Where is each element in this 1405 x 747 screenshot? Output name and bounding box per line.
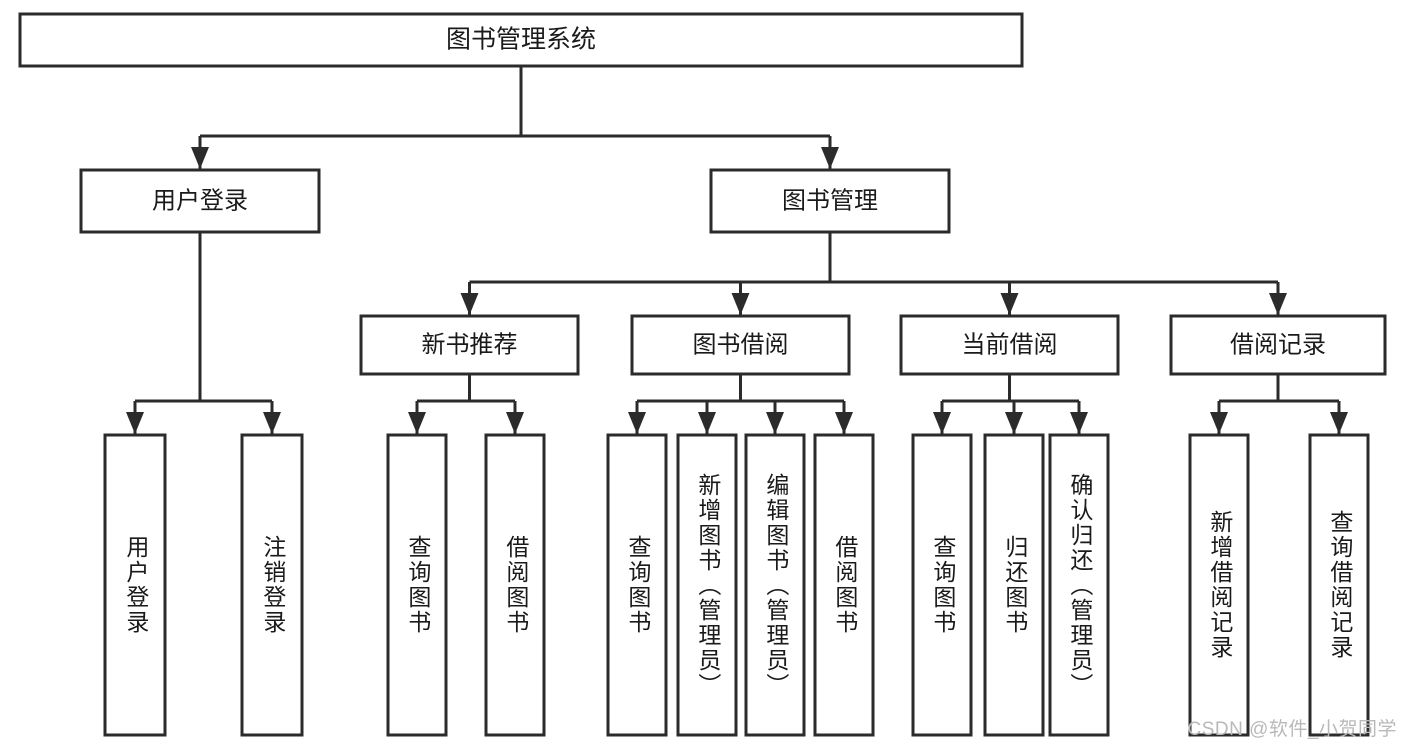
node-box-leaf-confirm-return[interactable] — [1048, 433, 1110, 737]
node-box-leaf-borrow-book-1[interactable] — [484, 433, 546, 737]
node-label-current-borrow: 当前借阅 — [962, 331, 1058, 358]
node-box-book-borrow[interactable] — [630, 314, 851, 376]
node-label-user-login: 用户登录 — [152, 187, 248, 214]
node-box-leaf-query-book-3[interactable] — [911, 433, 973, 737]
arrow-head-new-book-rec-leaf-query-book-1 — [408, 412, 426, 434]
arrow-head-book-borrow-leaf-borrow-book-2 — [835, 412, 853, 434]
arrow-head-root-user-login — [191, 147, 209, 169]
node-box-leaf-add-record[interactable] — [1188, 433, 1250, 737]
node-box-current-borrow[interactable] — [899, 314, 1120, 376]
node-box-book-manage[interactable] — [709, 168, 951, 234]
arrow-head-book-borrow-leaf-query-book-2 — [628, 412, 646, 434]
node-box-leaf-borrow-book-2[interactable] — [813, 433, 875, 737]
arrow-head-book-manage-book-borrow — [731, 293, 750, 315]
arrow-head-current-borrow-leaf-query-book-3 — [933, 412, 951, 434]
arrow-head-borrow-record-leaf-add-record — [1210, 412, 1228, 434]
arrow-head-user-login-leaf-user-login — [126, 412, 144, 434]
arrow-head-borrow-record-leaf-query-record — [1330, 412, 1348, 434]
arrow-head-current-borrow-leaf-confirm-return — [1070, 412, 1088, 434]
watermark-text: CSDN @软件_小贺同学 — [1187, 719, 1397, 740]
arrow-head-new-book-rec-leaf-borrow-book-1 — [506, 412, 524, 434]
node-box-leaf-query-book-1[interactable] — [386, 433, 448, 737]
node-box-layer — [18, 12, 1387, 737]
node-box-borrow-record[interactable] — [1169, 314, 1387, 376]
node-label-borrow-record: 借阅记录 — [1230, 331, 1326, 358]
arrow-head-user-login-leaf-logout — [263, 412, 281, 434]
node-box-leaf-query-record[interactable] — [1308, 433, 1370, 737]
arrow-head-root-book-manage — [821, 147, 839, 169]
arrow-head-book-borrow-leaf-edit-book — [766, 412, 784, 434]
arrow-head-book-borrow-leaf-add-book — [698, 412, 716, 434]
node-box-leaf-logout[interactable] — [240, 433, 304, 737]
arrow-head-book-manage-borrow-record — [1269, 293, 1287, 315]
node-box-root[interactable] — [18, 12, 1024, 68]
node-box-leaf-query-book-2[interactable] — [606, 433, 668, 737]
node-label-new-book-rec: 新书推荐 — [422, 331, 518, 358]
node-box-leaf-edit-book[interactable] — [744, 433, 806, 737]
node-box-user-login[interactable] — [79, 168, 321, 234]
node-label-root: 图书管理系统 — [446, 26, 596, 54]
arrow-head-current-borrow-leaf-return-book — [1005, 412, 1023, 434]
node-box-leaf-add-book[interactable] — [676, 433, 738, 737]
node-box-leaf-user-login[interactable] — [103, 433, 167, 737]
node-label-book-manage: 图书管理 — [782, 187, 878, 214]
arrow-head-book-manage-current-borrow — [1000, 293, 1019, 315]
node-label-book-borrow: 图书借阅 — [693, 331, 789, 358]
node-box-leaf-return-book[interactable] — [983, 433, 1045, 737]
connector-layer — [126, 66, 1348, 434]
arrow-head-book-manage-new-book-rec — [460, 293, 479, 315]
node-box-new-book-rec[interactable] — [359, 314, 580, 376]
